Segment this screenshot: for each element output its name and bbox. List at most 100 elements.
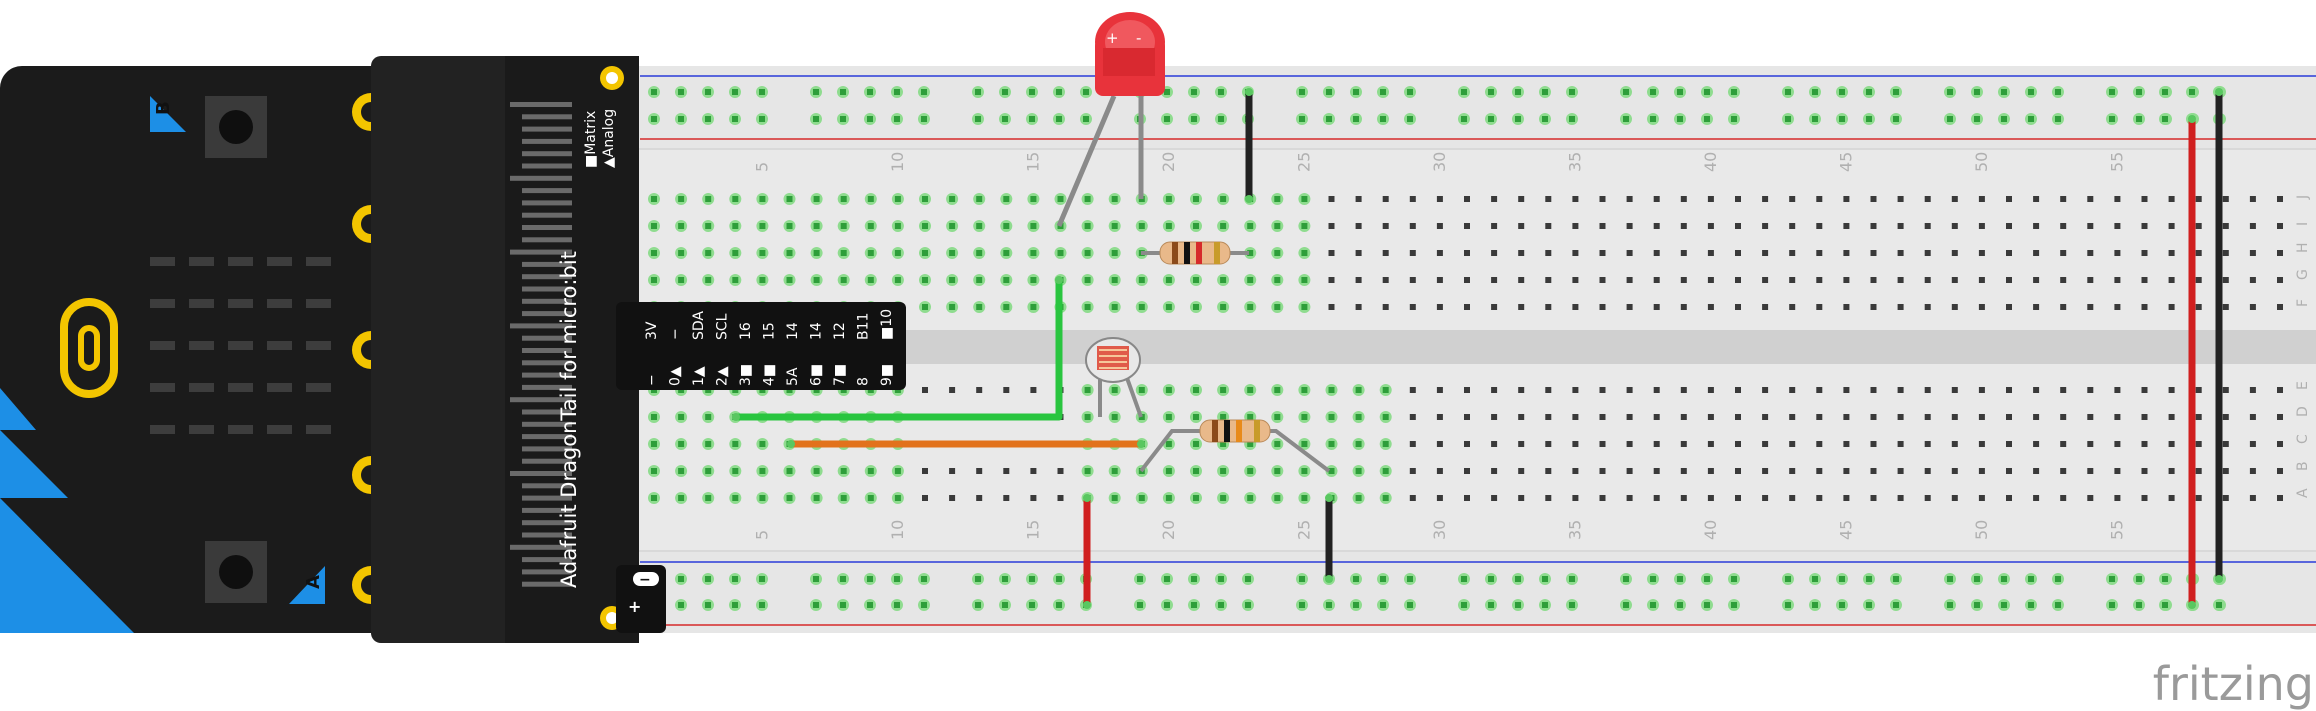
breadboard-hole[interactable] <box>2195 414 2202 420</box>
breadboard-hole[interactable] <box>651 495 657 501</box>
rail-hole[interactable] <box>1893 89 1899 95</box>
breadboard-hole[interactable] <box>2060 196 2067 202</box>
breadboard-hole[interactable] <box>651 277 657 283</box>
breadboard-hole[interactable] <box>1572 495 1579 501</box>
breadboard-hole[interactable] <box>2141 495 2148 501</box>
breadboard-hole[interactable] <box>922 223 928 229</box>
breadboard-hole[interactable] <box>2141 304 2148 310</box>
breadboard-hole[interactable] <box>1301 304 1308 310</box>
rail-hole[interactable] <box>1164 576 1170 582</box>
breadboard-hole[interactable] <box>1762 277 1769 283</box>
breadboard-hole[interactable] <box>1843 495 1850 501</box>
breadboard-hole[interactable] <box>1870 414 1877 420</box>
breadboard-hole[interactable] <box>678 223 685 229</box>
breadboard-hole[interactable] <box>1816 495 1823 501</box>
breadboard-hole[interactable] <box>2114 468 2121 474</box>
breadboard-hole[interactable] <box>1301 250 1308 256</box>
rail-hole[interactable] <box>678 602 684 608</box>
breadboard-hole[interactable] <box>2195 223 2202 229</box>
breadboard-hole[interactable] <box>651 223 657 229</box>
breadboard-hole[interactable] <box>2249 223 2256 229</box>
breadboard-hole[interactable] <box>1355 304 1362 310</box>
rail-hole[interactable] <box>1704 89 1710 95</box>
breadboard-hole[interactable] <box>1409 223 1416 229</box>
breadboard-hole[interactable] <box>2087 304 2094 310</box>
breadboard-hole[interactable] <box>2168 304 2175 310</box>
breadboard-hole[interactable] <box>1762 495 1769 501</box>
rail-hole[interactable] <box>1623 116 1629 122</box>
rail-hole[interactable] <box>1704 602 1710 608</box>
breadboard-hole[interactable] <box>1707 468 1714 474</box>
breadboard-hole[interactable] <box>1870 387 1877 393</box>
breadboard-hole[interactable] <box>1111 196 1118 202</box>
rail-hole[interactable] <box>1326 89 1332 95</box>
breadboard-hole[interactable] <box>705 414 712 420</box>
rail-hole[interactable] <box>1218 116 1224 122</box>
rail-hole[interactable] <box>2162 576 2168 582</box>
breadboard-hole[interactable] <box>759 277 766 283</box>
rail-hole[interactable] <box>1191 602 1197 608</box>
breadboard-hole[interactable] <box>1193 277 1199 283</box>
breadboard-hole[interactable] <box>1165 277 1172 283</box>
breadboard-hole[interactable] <box>1409 304 1416 310</box>
rail-hole[interactable] <box>1542 89 1548 95</box>
rail-hole[interactable] <box>2055 89 2061 95</box>
breadboard-hole[interactable] <box>1897 387 1904 393</box>
breadboard-hole[interactable] <box>2277 250 2283 256</box>
breadboard-hole[interactable] <box>651 441 657 447</box>
breadboard-hole[interactable] <box>2249 277 2256 283</box>
rail-hole[interactable] <box>2028 89 2034 95</box>
breadboard-hole[interactable] <box>1870 277 1877 283</box>
breadboard-hole[interactable] <box>2277 223 2283 229</box>
breadboard-hole[interactable] <box>1464 387 1470 393</box>
breadboard-hole[interactable] <box>1572 277 1579 283</box>
breadboard-hole[interactable] <box>1464 304 1470 310</box>
breadboard-hole[interactable] <box>2277 277 2283 283</box>
breadboard-hole[interactable] <box>1274 441 1281 447</box>
breadboard-hole[interactable] <box>651 414 657 420</box>
breadboard-hole[interactable] <box>1951 387 1958 393</box>
breadboard-hole[interactable] <box>1951 277 1958 283</box>
breadboard-hole[interactable] <box>1301 196 1308 202</box>
breadboard-hole[interactable] <box>949 196 956 202</box>
breadboard-hole[interactable] <box>1518 223 1525 229</box>
rail-hole[interactable] <box>975 602 981 608</box>
breadboard-hole[interactable] <box>2114 250 2121 256</box>
rail-hole[interactable] <box>1353 602 1359 608</box>
breadboard-hole[interactable] <box>949 250 956 256</box>
rail-hole[interactable] <box>840 116 846 122</box>
breadboard-hole[interactable] <box>759 196 766 202</box>
breadboard-hole[interactable] <box>1545 387 1552 393</box>
breadboard-hole[interactable] <box>2114 196 2121 202</box>
breadboard-hole[interactable] <box>2222 414 2229 420</box>
breadboard-hole[interactable] <box>732 468 739 474</box>
breadboard-hole[interactable] <box>1518 468 1525 474</box>
breadboard-hole[interactable] <box>1464 495 1470 501</box>
rail-hole[interactable] <box>1650 116 1656 122</box>
rail-hole[interactable] <box>813 602 819 608</box>
breadboard-hole[interactable] <box>1193 304 1199 310</box>
breadboard-hole[interactable] <box>2249 196 2256 202</box>
rail-hole[interactable] <box>921 576 927 582</box>
breadboard-hole[interactable] <box>1301 387 1308 393</box>
breadboard-hole[interactable] <box>867 196 874 202</box>
breadboard-hole[interactable] <box>1274 277 1281 283</box>
breadboard-hole[interactable] <box>1111 468 1118 474</box>
breadboard-hole[interactable] <box>1653 277 1660 283</box>
breadboard-hole[interactable] <box>1735 223 1741 229</box>
breadboard-hole[interactable] <box>1328 414 1335 420</box>
breadboard-hole[interactable] <box>2222 223 2229 229</box>
rail-hole[interactable] <box>1974 89 1980 95</box>
breadboard-hole[interactable] <box>1355 495 1362 501</box>
wire-green[interactable] <box>732 276 1063 421</box>
rail-hole[interactable] <box>1380 89 1386 95</box>
breadboard-hole[interactable] <box>1707 414 1714 420</box>
rail-hole[interactable] <box>1353 116 1359 122</box>
rail-hole[interactable] <box>1353 576 1359 582</box>
rail-hole[interactable] <box>2001 602 2007 608</box>
rail-hole[interactable] <box>1299 89 1305 95</box>
rail-hole[interactable] <box>1056 576 1062 582</box>
breadboard-hole[interactable] <box>1735 250 1741 256</box>
rail-hole[interactable] <box>975 576 981 582</box>
breadboard-hole[interactable] <box>1518 196 1525 202</box>
